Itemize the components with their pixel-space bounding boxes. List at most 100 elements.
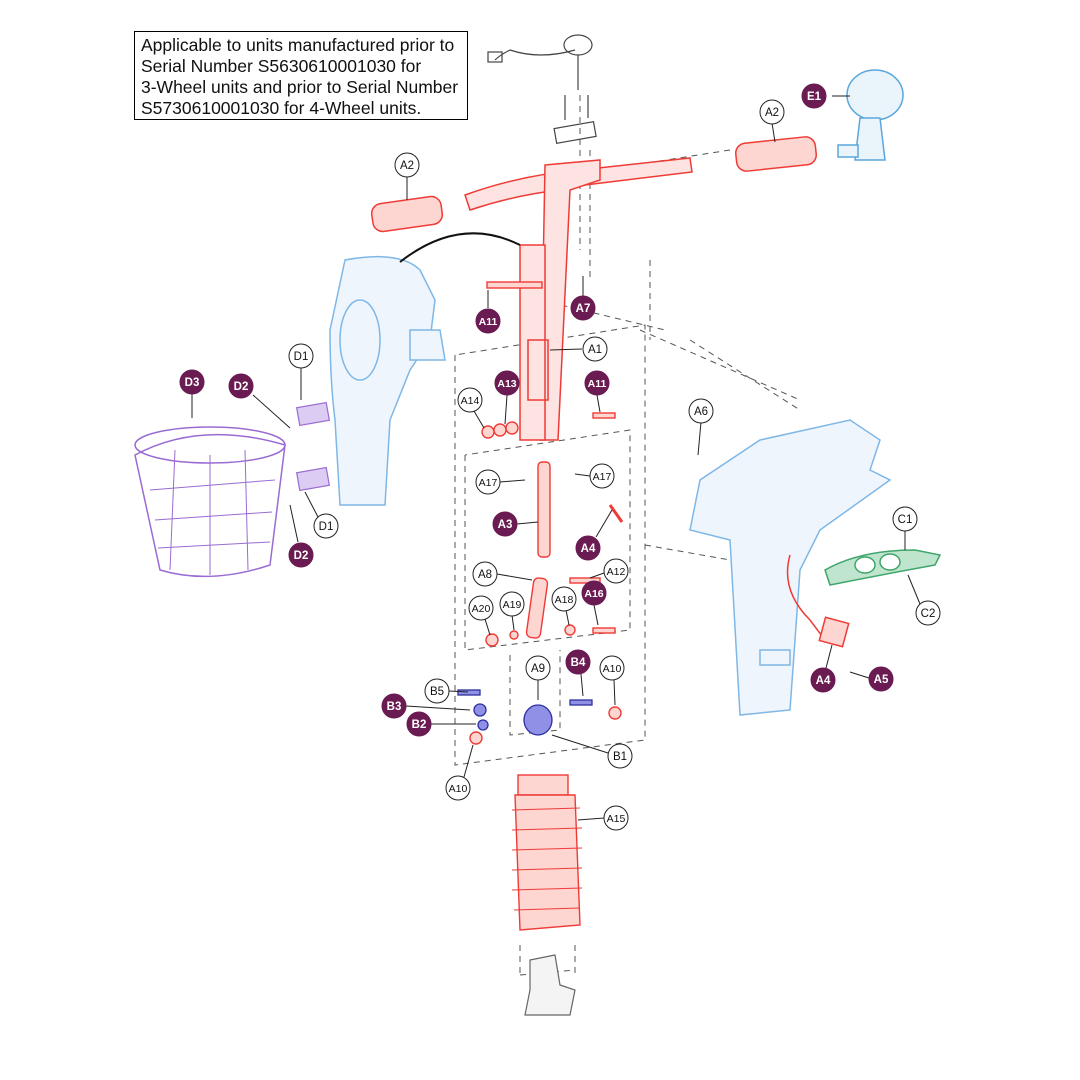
callout-a13: A13 xyxy=(494,370,520,396)
callout-circle xyxy=(492,511,518,537)
callout-a9: A9 xyxy=(525,655,551,681)
callout-text: E1 xyxy=(807,91,822,103)
callout-circle xyxy=(575,535,601,561)
callout-circle xyxy=(475,308,501,334)
callout-d3: D3 xyxy=(179,369,205,395)
leader-lines xyxy=(191,95,921,821)
connector-a4 xyxy=(818,616,850,648)
callout-circle xyxy=(468,595,494,621)
leader-line-a16-20 xyxy=(593,604,599,626)
callout-text: A8 xyxy=(478,569,492,581)
callout-a4: A4 xyxy=(810,667,836,693)
leader-line-a19-24 xyxy=(511,614,515,631)
callout-a11: A11 xyxy=(475,308,501,334)
leader-line-d2-22 xyxy=(289,504,299,543)
callout-a20: A20 xyxy=(468,595,494,621)
callout-circle xyxy=(424,678,450,704)
steering-column xyxy=(524,954,576,1016)
callout-text: A5 xyxy=(874,674,889,686)
callout-text: A13 xyxy=(497,378,516,390)
callout-circle xyxy=(868,666,894,692)
callout-circle xyxy=(288,343,314,369)
callout-text: A1 xyxy=(588,344,602,356)
wire-harness-a4 xyxy=(786,554,826,641)
callout-b4: B4 xyxy=(565,649,591,675)
leader-line-a17-14 xyxy=(574,473,591,477)
callout-a18: A18 xyxy=(551,586,577,612)
leader-line-b4-28 xyxy=(580,673,584,697)
callout-d2: D2 xyxy=(288,542,314,568)
applicability-note: Applicable to units manufactured prior t… xyxy=(134,31,468,120)
note-line-2: Serial Number S5630610001030 for xyxy=(141,56,422,76)
callout-a4: A4 xyxy=(575,535,601,561)
callout-circle xyxy=(688,398,714,424)
leader-line-a12-19 xyxy=(589,572,605,579)
leader-line-a10-29 xyxy=(613,679,616,706)
callout-a14: A14 xyxy=(457,387,483,413)
tiller-linkage xyxy=(469,281,624,745)
callout-circle xyxy=(445,775,471,801)
callout-text: B1 xyxy=(613,751,627,763)
callout-circle xyxy=(607,743,633,769)
callout-a5: A5 xyxy=(868,666,894,692)
callout-text: A11 xyxy=(479,316,498,328)
front-shroud xyxy=(329,255,446,506)
callout-circle xyxy=(457,387,483,413)
leader-line-b3-31 xyxy=(405,705,471,711)
callout-circle xyxy=(584,370,610,396)
clamp-parts-b xyxy=(457,689,593,736)
callout-circle xyxy=(179,369,205,395)
callout-circle xyxy=(582,336,608,362)
leader-line-a11-10 xyxy=(596,394,601,413)
basket-brackets-d1 xyxy=(295,401,331,492)
callout-a8: A8 xyxy=(472,561,498,587)
callout-text: C1 xyxy=(898,514,913,526)
callout-a2: A2 xyxy=(759,99,785,125)
callout-text: A9 xyxy=(531,663,545,675)
callout-text: B3 xyxy=(387,701,402,713)
callout-text: B5 xyxy=(430,686,444,698)
callout-a10: A10 xyxy=(445,775,471,801)
leader-line-d1-21 xyxy=(304,491,319,518)
callout-circle xyxy=(494,370,520,396)
leader-line-a2-1 xyxy=(771,122,776,143)
leader-line-a6-12 xyxy=(697,421,702,456)
callout-circle xyxy=(915,600,941,626)
callout-text: D1 xyxy=(294,351,309,363)
leader-line-a8-18 xyxy=(496,573,533,581)
leader-line-a14-11 xyxy=(473,410,485,429)
callout-text: A18 xyxy=(555,594,574,606)
callout-a12: A12 xyxy=(603,558,629,584)
callout-circle xyxy=(313,513,339,539)
callout-text: A2 xyxy=(765,107,779,119)
leader-line-b5-30 xyxy=(448,690,469,693)
mirror-e1 xyxy=(837,69,904,161)
switch-c1 xyxy=(824,549,942,586)
callout-a7: A7 xyxy=(570,295,596,321)
callout-text: B4 xyxy=(571,657,586,669)
callout-text: A4 xyxy=(581,543,596,555)
callout-text: D2 xyxy=(234,381,249,393)
note-line-4: S5730610001030 for 4-Wheel units. xyxy=(141,98,422,118)
callout-b2: B2 xyxy=(406,711,432,737)
callout-d2: D2 xyxy=(228,373,254,399)
callout-a2: A2 xyxy=(394,152,420,178)
callout-text: A17 xyxy=(479,477,498,489)
callout-a10: A10 xyxy=(599,655,625,681)
callout-b1: B1 xyxy=(607,743,633,769)
callout-a17: A17 xyxy=(475,469,501,495)
callout-circle xyxy=(570,295,596,321)
leader-line-a5-34 xyxy=(849,671,870,679)
handlebar-a1 xyxy=(464,157,693,441)
callout-a11: A11 xyxy=(584,370,610,396)
callout-circle xyxy=(499,591,525,617)
leader-line-d2-8 xyxy=(252,394,291,429)
callout-circle xyxy=(603,805,629,831)
leader-line-a15-37 xyxy=(577,817,605,821)
leader-line-a4-33 xyxy=(825,644,833,669)
callout-circle xyxy=(394,152,420,178)
callout-text: A10 xyxy=(449,783,468,795)
callout-circle xyxy=(228,373,254,399)
